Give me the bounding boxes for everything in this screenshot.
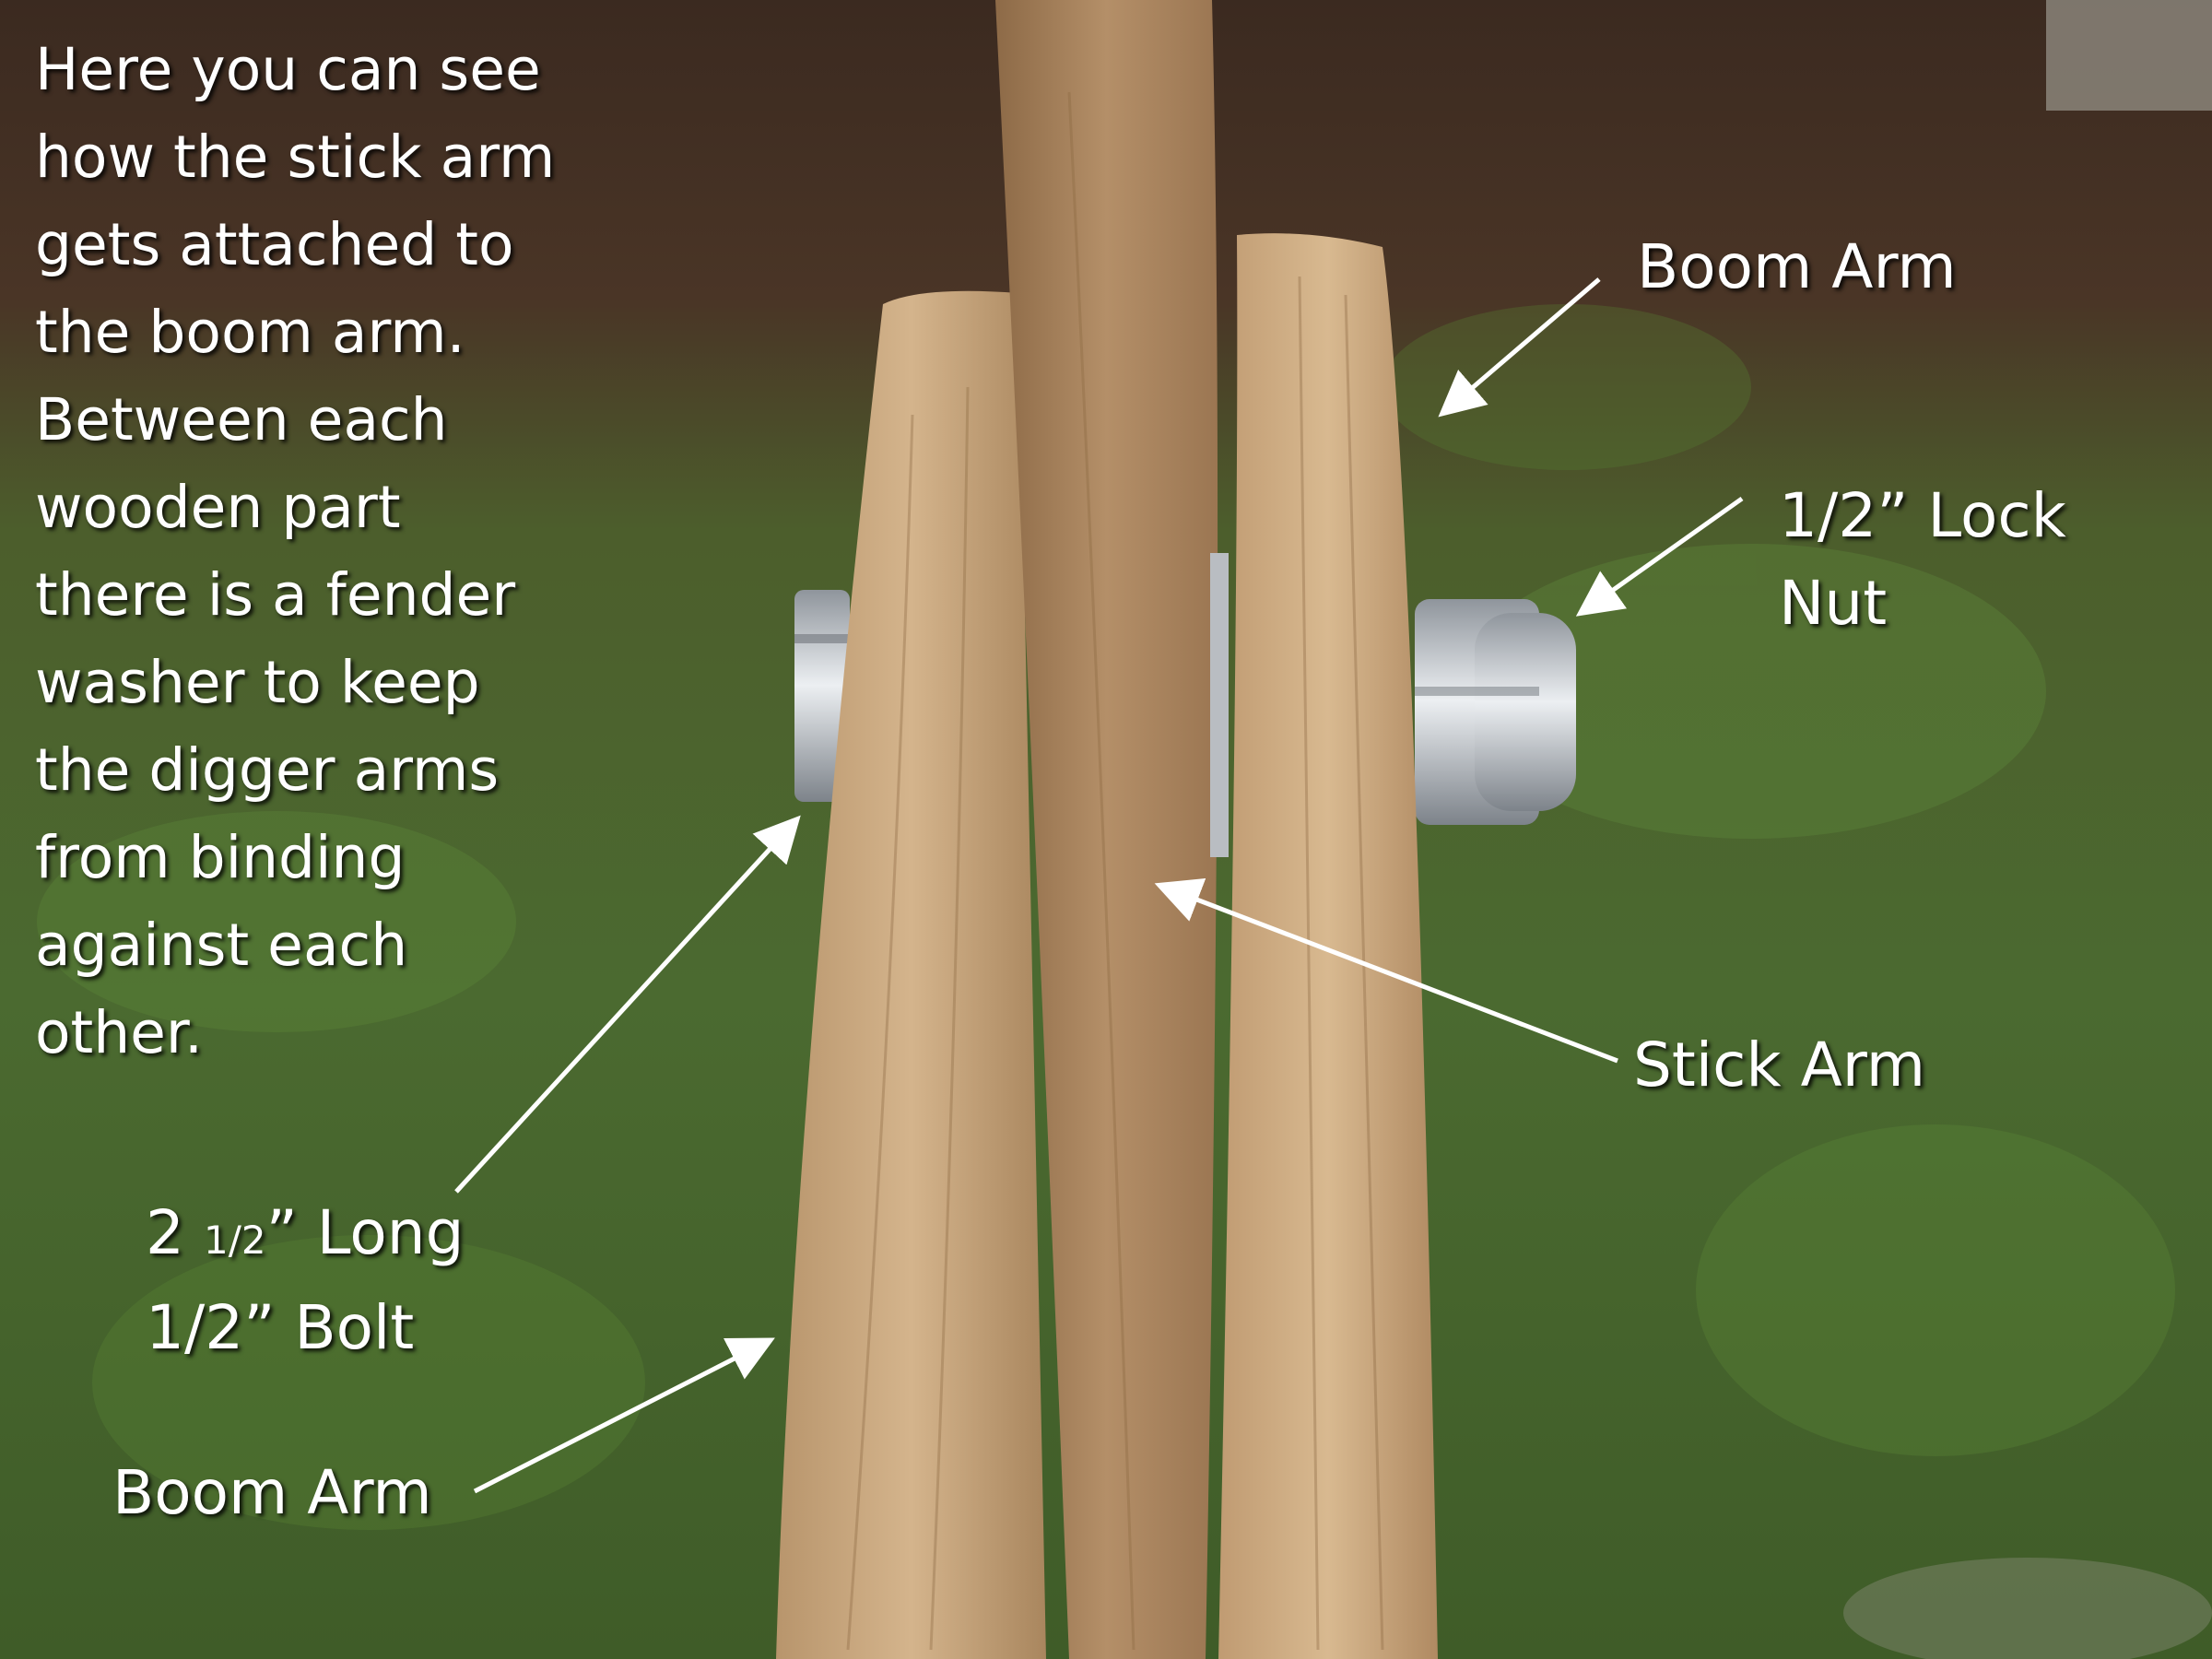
washer	[1210, 553, 1229, 857]
caption-line: other.	[35, 999, 204, 1066]
arrow-icon	[473, 1337, 775, 1494]
arrow-icon	[454, 815, 801, 1194]
boom-arm-left	[776, 290, 1046, 1659]
bolt-head	[794, 590, 850, 802]
label-boom-arm-top: Boom Arm	[1637, 231, 1957, 302]
grass-texture	[37, 304, 2212, 1659]
label-bolt-line1-frac: 1/2	[203, 1218, 266, 1263]
arrow-icon	[1154, 877, 1618, 1064]
caption-line: the boom arm.	[35, 299, 465, 366]
label-lock-nut-line2: Nut	[1779, 568, 1888, 639]
lock-nut	[1415, 599, 1576, 825]
caption-line: how the stick arm	[35, 124, 556, 191]
caption-line: wooden part	[35, 474, 401, 541]
arrow-icon	[1575, 496, 1744, 617]
label-boom-arm-bottom: Boom Arm	[112, 1457, 432, 1528]
label-bolt-line2: 1/2” Bolt	[146, 1292, 415, 1363]
label-stick-arm: Stick Arm	[1633, 1030, 1926, 1100]
label-lock-nut-line1: 1/2” Lock	[1779, 480, 2066, 551]
caption-text: Here you can see how the stick arm gets …	[35, 26, 555, 1077]
caption-line: gets attached to	[35, 211, 514, 278]
caption-line: washer to keep	[35, 649, 480, 716]
caption-line: from binding	[35, 824, 406, 891]
caption-line: Between each	[35, 386, 448, 453]
label-bolt-line1-b: ” Long	[265, 1197, 465, 1268]
label-bolt: 2 1/2” Long 1/2” Bolt	[146, 1189, 464, 1371]
label-bolt-line1: 2 1/2” Long	[146, 1189, 464, 1284]
background-pavement	[2046, 0, 2212, 111]
caption-line: Here you can see	[35, 36, 541, 103]
label-bolt-line1-a: 2	[146, 1197, 204, 1268]
caption-line: the digger arms	[35, 736, 500, 804]
arrow-icon	[1438, 277, 1601, 418]
caption-line: there is a fender	[35, 561, 516, 629]
stick-arm	[995, 0, 1218, 1659]
boom-arm-right	[1218, 233, 1438, 1659]
caption-line: against each	[35, 912, 408, 979]
label-lock-nut: 1/2” Lock Nut	[1779, 472, 2066, 647]
